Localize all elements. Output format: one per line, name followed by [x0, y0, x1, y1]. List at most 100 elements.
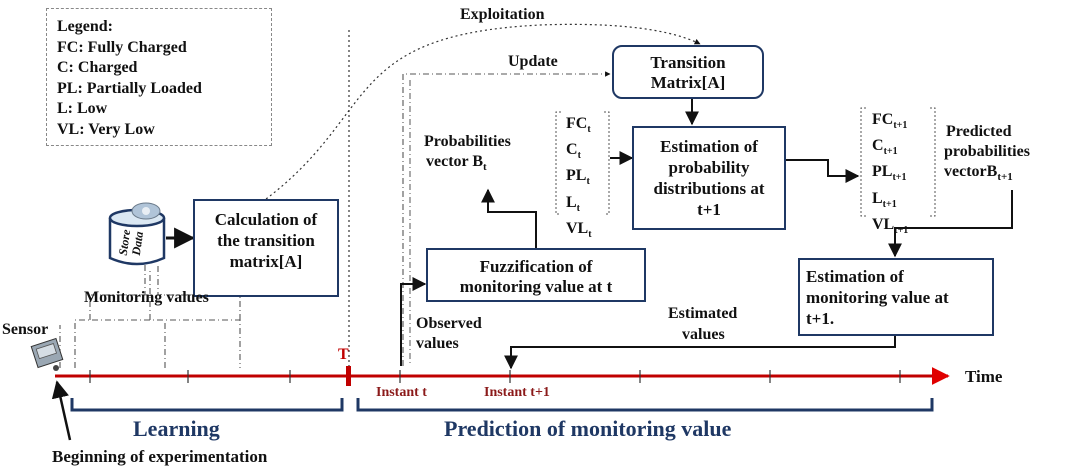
arrow-beginning [51, 380, 72, 441]
beginning-label: Beginning of experimentation [52, 447, 268, 466]
state-sub: t [587, 124, 591, 136]
state-item: Ct [566, 140, 592, 166]
state-base: L [566, 193, 577, 211]
data-store-label: Data Store [110, 222, 164, 262]
exploitation-label: Exploitation [460, 6, 545, 23]
legend-item-vl: VL: Very Low [57, 120, 155, 138]
data-store-icon [108, 202, 166, 266]
calculation-line3: matrix[A] [229, 252, 303, 271]
prediction-bracket [356, 398, 934, 412]
state-base: FC [872, 111, 894, 128]
monitoring-values-label: Monitoring values [84, 289, 209, 306]
instant-t-label: Instant t [376, 385, 427, 400]
transition-matrix-box: Transition Matrix[A] [612, 45, 764, 99]
legend-title: Legend: [57, 18, 113, 35]
observed-line1: Observed [416, 315, 482, 332]
state-item: Ct+1 [872, 136, 908, 162]
arrow-observed-to-fuzzification [400, 277, 427, 366]
estimation-distribution-box: Estimation of probability distributions … [632, 126, 786, 230]
state-base: C [566, 141, 578, 159]
state-item: Lt [566, 193, 592, 219]
calculation-line1: Calculation of [214, 210, 318, 229]
T-label: T [338, 346, 349, 363]
state-base: FC [566, 115, 588, 132]
state-base: C [872, 137, 884, 155]
arrow-estimation-to-predicted [786, 159, 860, 183]
predicted-line3: vectorB [944, 163, 998, 180]
learning-label: Learning [133, 416, 220, 441]
arrow-predicted-to-estimation-value [888, 190, 1013, 258]
state-sub: t+1 [882, 198, 897, 210]
state-sub: t+1 [883, 146, 898, 158]
state-item: Lt+1 [872, 189, 908, 215]
state-item: FCt [566, 114, 592, 140]
state-item: PLt [566, 166, 592, 192]
prediction-label: Prediction of monitoring value [444, 416, 732, 441]
legend-box: Legend: FC: Fully Charged C: Charged PL:… [46, 8, 272, 146]
state-item: PLt+1 [872, 162, 908, 188]
probabilities-line1: Probabilities [424, 133, 511, 150]
predicted-vector: Predicted probabilities vectorBt+1 [944, 122, 1030, 187]
estimated-values-label: Estimated values [668, 303, 737, 345]
fuzzification-line2: monitoring value at t [459, 277, 613, 296]
state-sub: t+1 [892, 172, 907, 184]
estimated-line1: Estimated [668, 305, 738, 322]
estimation-dist-line2: probability [668, 158, 750, 177]
time-T-marker [346, 366, 351, 386]
state-base: PL [872, 163, 893, 181]
estimation-value-line1: Estimation of [806, 267, 904, 286]
legend-item-c: C: Charged [57, 59, 138, 76]
state-base: PL [566, 167, 587, 185]
state-sub: t [588, 228, 592, 240]
state-base: VL [566, 219, 589, 237]
update-line [402, 71, 611, 366]
estimated-line2: values [682, 326, 725, 343]
state-sub: t [576, 202, 581, 214]
predicted-line2: probabilities [944, 143, 1030, 160]
probabilities-sub: t [483, 161, 487, 174]
state-base: L [872, 189, 883, 207]
estimation-dist-line1: Estimation of [660, 137, 758, 156]
state-sub: t [586, 176, 590, 188]
calculation-line2: the transition [217, 231, 315, 250]
learning-bracket [70, 398, 344, 412]
state-item: VLt [566, 219, 592, 245]
state-sub: t+1 [893, 120, 908, 132]
sensor-icon [30, 337, 64, 371]
estimation-value-line3: t+1. [806, 309, 835, 328]
state-item: VLt+1 [872, 215, 908, 241]
legend-item-fc: FC: Fully Charged [57, 38, 187, 56]
exploitation-curve [261, 23, 701, 203]
legend-item-pl: PL: Partially Loaded [57, 79, 202, 97]
state-sub: t+1 [894, 224, 909, 236]
instant-t1-label: Instant t+1 [484, 385, 550, 400]
probabilities-vector: Probabilities vector Bt [424, 132, 511, 177]
probabilities-line2: vector B [426, 153, 484, 170]
transition-line2: Matrix[A] [650, 73, 726, 92]
update-label: Update [508, 53, 558, 70]
time-ticks [89, 370, 901, 383]
arrow-fuzzification-to-vector [481, 188, 537, 248]
estimation-value-box: Estimation of monitoring value at t+1. [798, 258, 994, 336]
observed-values-label: Observed values [416, 314, 482, 354]
transition-line1: Transition [650, 53, 726, 72]
observed-line2: values [416, 335, 459, 352]
fuzzification-line1: Fuzzification of [479, 257, 593, 276]
estimation-dist-line3: distributions at [653, 179, 765, 198]
estimation-dist-line4: t+1 [697, 200, 721, 219]
state-base: VL [872, 215, 895, 233]
estimation-value-line2: monitoring value at [806, 288, 949, 307]
time-label: Time [965, 367, 1003, 386]
state-item: FCt+1 [872, 110, 908, 136]
fuzzification-box: Fuzzification of monitoring value at t [426, 248, 646, 302]
state-sub: t [577, 150, 581, 162]
calculation-box: Calculation of the transition matrix[A] [193, 199, 339, 297]
legend-item-l: L: Low [57, 100, 108, 117]
predicted-sub: t+1 [997, 171, 1013, 184]
arrow-estimated-values [504, 335, 896, 370]
sensor-label: Sensor [2, 321, 49, 338]
